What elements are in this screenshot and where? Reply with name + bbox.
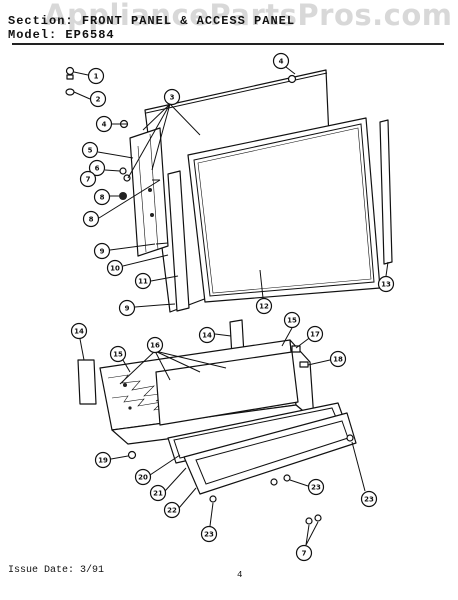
callout-14-right-text: 14 bbox=[202, 332, 212, 340]
callout-10: 10 bbox=[106, 259, 124, 277]
issue-date: Issue Date: 3/91 bbox=[8, 565, 105, 576]
callout-14-left-text: 14 bbox=[74, 328, 84, 336]
vertical-trim-strip bbox=[167, 170, 190, 312]
clip-18 bbox=[299, 361, 309, 368]
callout-9-upper-text: 9 bbox=[100, 248, 105, 256]
callout-8-upper-text: 8 bbox=[100, 194, 105, 202]
watermark: AppliancePartsPros.com bbox=[44, 0, 453, 32]
callout-23-middle: 23 bbox=[307, 478, 325, 496]
callout-20-text: 20 bbox=[138, 474, 148, 482]
callout-23-bottom-text: 23 bbox=[204, 531, 214, 539]
callout-21: 21 bbox=[149, 484, 167, 502]
callout-17: 17 bbox=[306, 325, 324, 343]
callout-2-text: 2 bbox=[96, 96, 101, 104]
callout-7-upper-text: 7 bbox=[86, 176, 91, 184]
lower-bezel bbox=[183, 412, 357, 495]
callout-21-text: 21 bbox=[153, 490, 163, 498]
callout-9-upper: 9 bbox=[93, 242, 111, 260]
callout-13: 13 bbox=[377, 275, 395, 293]
callout-7-lower-text: 7 bbox=[302, 550, 307, 558]
callout-6: 6 bbox=[88, 159, 106, 177]
callout-9-lower-text: 9 bbox=[125, 305, 130, 313]
callout-12: 12 bbox=[255, 297, 273, 315]
callout-11: 11 bbox=[134, 272, 152, 290]
callout-3-text: 3 bbox=[170, 94, 175, 102]
callout-23-middle-text: 23 bbox=[311, 484, 321, 492]
callout-23-right-text: 23 bbox=[364, 496, 374, 504]
callout-19: 19 bbox=[94, 451, 112, 469]
callout-18: 18 bbox=[329, 350, 347, 368]
callout-1: 1 bbox=[87, 67, 105, 85]
callout-23-bottom: 23 bbox=[200, 525, 218, 543]
callout-8-lower: 8 bbox=[82, 210, 100, 228]
callout-16-text: 16 bbox=[150, 342, 160, 350]
callout-7-lower: 7 bbox=[295, 544, 313, 562]
callout-6-text: 6 bbox=[95, 165, 100, 173]
callout-7-upper: 7 bbox=[79, 170, 97, 188]
section-label: Section: bbox=[8, 14, 74, 28]
callout-22: 22 bbox=[163, 501, 181, 519]
side-trim-strip bbox=[379, 119, 393, 265]
screws-lower bbox=[127, 434, 354, 525]
callout-4-left-text: 4 bbox=[102, 121, 107, 129]
callout-15-right: 15 bbox=[283, 311, 301, 329]
callout-4-top: 4 bbox=[272, 52, 290, 70]
callout-9-lower: 9 bbox=[118, 299, 136, 317]
model-line: Model: EP6584 bbox=[8, 28, 115, 42]
callout-10-text: 10 bbox=[110, 265, 120, 273]
callout-2: 2 bbox=[89, 90, 107, 108]
leader-lines bbox=[73, 66, 389, 546]
callout-5-text: 5 bbox=[88, 147, 93, 155]
callout-20: 20 bbox=[134, 468, 152, 486]
callout-18-text: 18 bbox=[333, 356, 343, 364]
callout-14-left: 14 bbox=[70, 322, 88, 340]
callout-15-left-text: 15 bbox=[113, 351, 123, 359]
callout-5: 5 bbox=[81, 141, 99, 159]
callout-4-left: 4 bbox=[95, 115, 113, 133]
callout-12-text: 12 bbox=[259, 303, 269, 311]
callout-23-right: 23 bbox=[360, 490, 378, 508]
access-panel-left bbox=[77, 359, 97, 405]
screws-upper bbox=[65, 66, 297, 306]
model-number: EP6584 bbox=[65, 28, 115, 42]
callout-4-top-text: 4 bbox=[279, 58, 284, 66]
section-title: FRONT PANEL & ACCESS PANEL bbox=[81, 14, 296, 28]
callout-15-left: 15 bbox=[109, 345, 127, 363]
insulation-plate bbox=[155, 351, 299, 426]
callout-13-text: 13 bbox=[381, 281, 391, 289]
callout-8-upper: 8 bbox=[93, 188, 111, 206]
header-rule bbox=[12, 43, 444, 45]
section-line: Section: FRONT PANEL & ACCESS PANEL bbox=[8, 14, 295, 28]
callout-11-text: 11 bbox=[138, 278, 148, 286]
callout-14-right: 14 bbox=[198, 326, 216, 344]
callout-8-lower-text: 8 bbox=[89, 216, 94, 224]
callout-16: 16 bbox=[146, 336, 164, 354]
callout-15-right-text: 15 bbox=[287, 317, 297, 325]
callout-1-text: 1 bbox=[94, 73, 99, 81]
callout-17-text: 17 bbox=[310, 331, 320, 339]
clip-17 bbox=[291, 345, 301, 353]
callout-19-text: 19 bbox=[98, 457, 108, 465]
callout-3: 3 bbox=[163, 88, 181, 106]
panel-side-channel bbox=[129, 127, 169, 257]
callout-22-text: 22 bbox=[167, 507, 177, 515]
model-label: Model: bbox=[8, 28, 58, 42]
page-number: 4 bbox=[237, 570, 243, 580]
